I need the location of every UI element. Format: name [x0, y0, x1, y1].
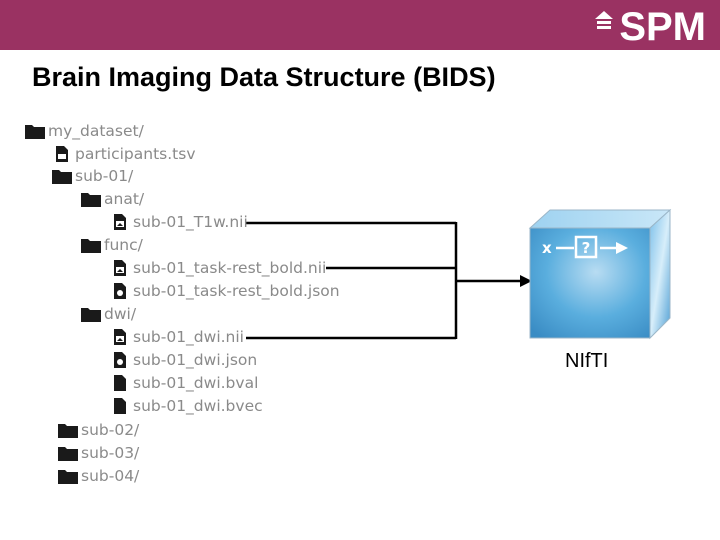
- tsv-file-icon: [52, 146, 72, 162]
- tree-item-label: dwi/: [104, 305, 137, 323]
- folder-icon: [81, 191, 101, 207]
- tree-item: sub-02/: [58, 419, 139, 441]
- file-icon: [110, 375, 130, 391]
- tree-item: sub-01_task-rest_bold.json: [110, 280, 340, 302]
- json-file-icon: [110, 352, 130, 368]
- tree-item-label: sub-01_dwi.bval: [133, 374, 259, 392]
- tree-item: anat/: [81, 188, 144, 210]
- page-title: Brain Imaging Data Structure (BIDS): [32, 62, 496, 92]
- nifti-cube: x ?: [528, 208, 673, 344]
- json-file-icon: [110, 283, 130, 299]
- tree-item-label: participants.tsv: [75, 145, 196, 163]
- connector-arrowhead: [520, 275, 532, 287]
- tree-item: sub-01_dwi.nii: [110, 326, 244, 348]
- tree-item-label: sub-01_dwi.json: [133, 351, 258, 369]
- folder-icon: [58, 422, 78, 438]
- logo-text: SPM: [619, 5, 706, 49]
- nifti-label: NIfTI: [565, 350, 609, 372]
- folder-icon: [81, 237, 101, 253]
- tree-item-label: sub-01/: [75, 167, 134, 185]
- spm-logo: SPM: [595, 5, 706, 49]
- cube-box-symbol: ?: [582, 239, 591, 257]
- tree-item-label: sub-01_dwi.bvec: [133, 397, 263, 415]
- tree-item: sub-01_task-rest_bold.nii: [110, 257, 326, 279]
- folder-icon: [58, 445, 78, 461]
- tree-item: sub-03/: [58, 442, 139, 464]
- tree-item: sub-01_dwi.bval: [110, 372, 258, 394]
- tree-item-label: sub-01_dwi.nii: [133, 328, 244, 346]
- cube-icon: x ?: [528, 208, 672, 340]
- folder-icon: [25, 123, 45, 139]
- tree-item: dwi/: [81, 303, 136, 325]
- image-file-icon: [110, 329, 130, 345]
- tree-item: my_dataset/: [25, 120, 144, 142]
- tree-item-label: sub-03/: [81, 444, 140, 462]
- tree-item-label: my_dataset/: [48, 122, 144, 140]
- image-file-icon: [110, 214, 130, 230]
- tree-item: sub-01_dwi.bvec: [110, 395, 263, 417]
- file-icon: [110, 398, 130, 414]
- tree-item: sub-01_T1w.nii: [110, 211, 248, 233]
- tree-item-label: sub-04/: [81, 467, 140, 485]
- tree-item: sub-04/: [58, 465, 139, 487]
- tree-item-label: sub-01_T1w.nii: [133, 213, 248, 231]
- folder-icon: [81, 306, 101, 322]
- tree-item-label: anat/: [104, 190, 145, 208]
- folder-icon: [58, 468, 78, 484]
- tree-item-label: sub-01_task-rest_bold.json: [133, 282, 340, 300]
- tree-item: participants.tsv: [52, 143, 196, 165]
- tree-item: sub-01_dwi.json: [110, 349, 257, 371]
- tree-item: sub-01/: [52, 165, 133, 187]
- image-file-icon: [110, 260, 130, 276]
- tree-item: func/: [81, 234, 143, 256]
- folder-icon: [52, 168, 72, 184]
- logo-emblem-icon: [595, 11, 614, 29]
- tree-item-label: func/: [104, 236, 143, 254]
- header-bar: SPM: [0, 0, 720, 50]
- tree-item-label: sub-01_task-rest_bold.nii: [133, 259, 327, 277]
- tree-item-label: sub-02/: [81, 421, 140, 439]
- cube-input-label: x: [542, 239, 552, 257]
